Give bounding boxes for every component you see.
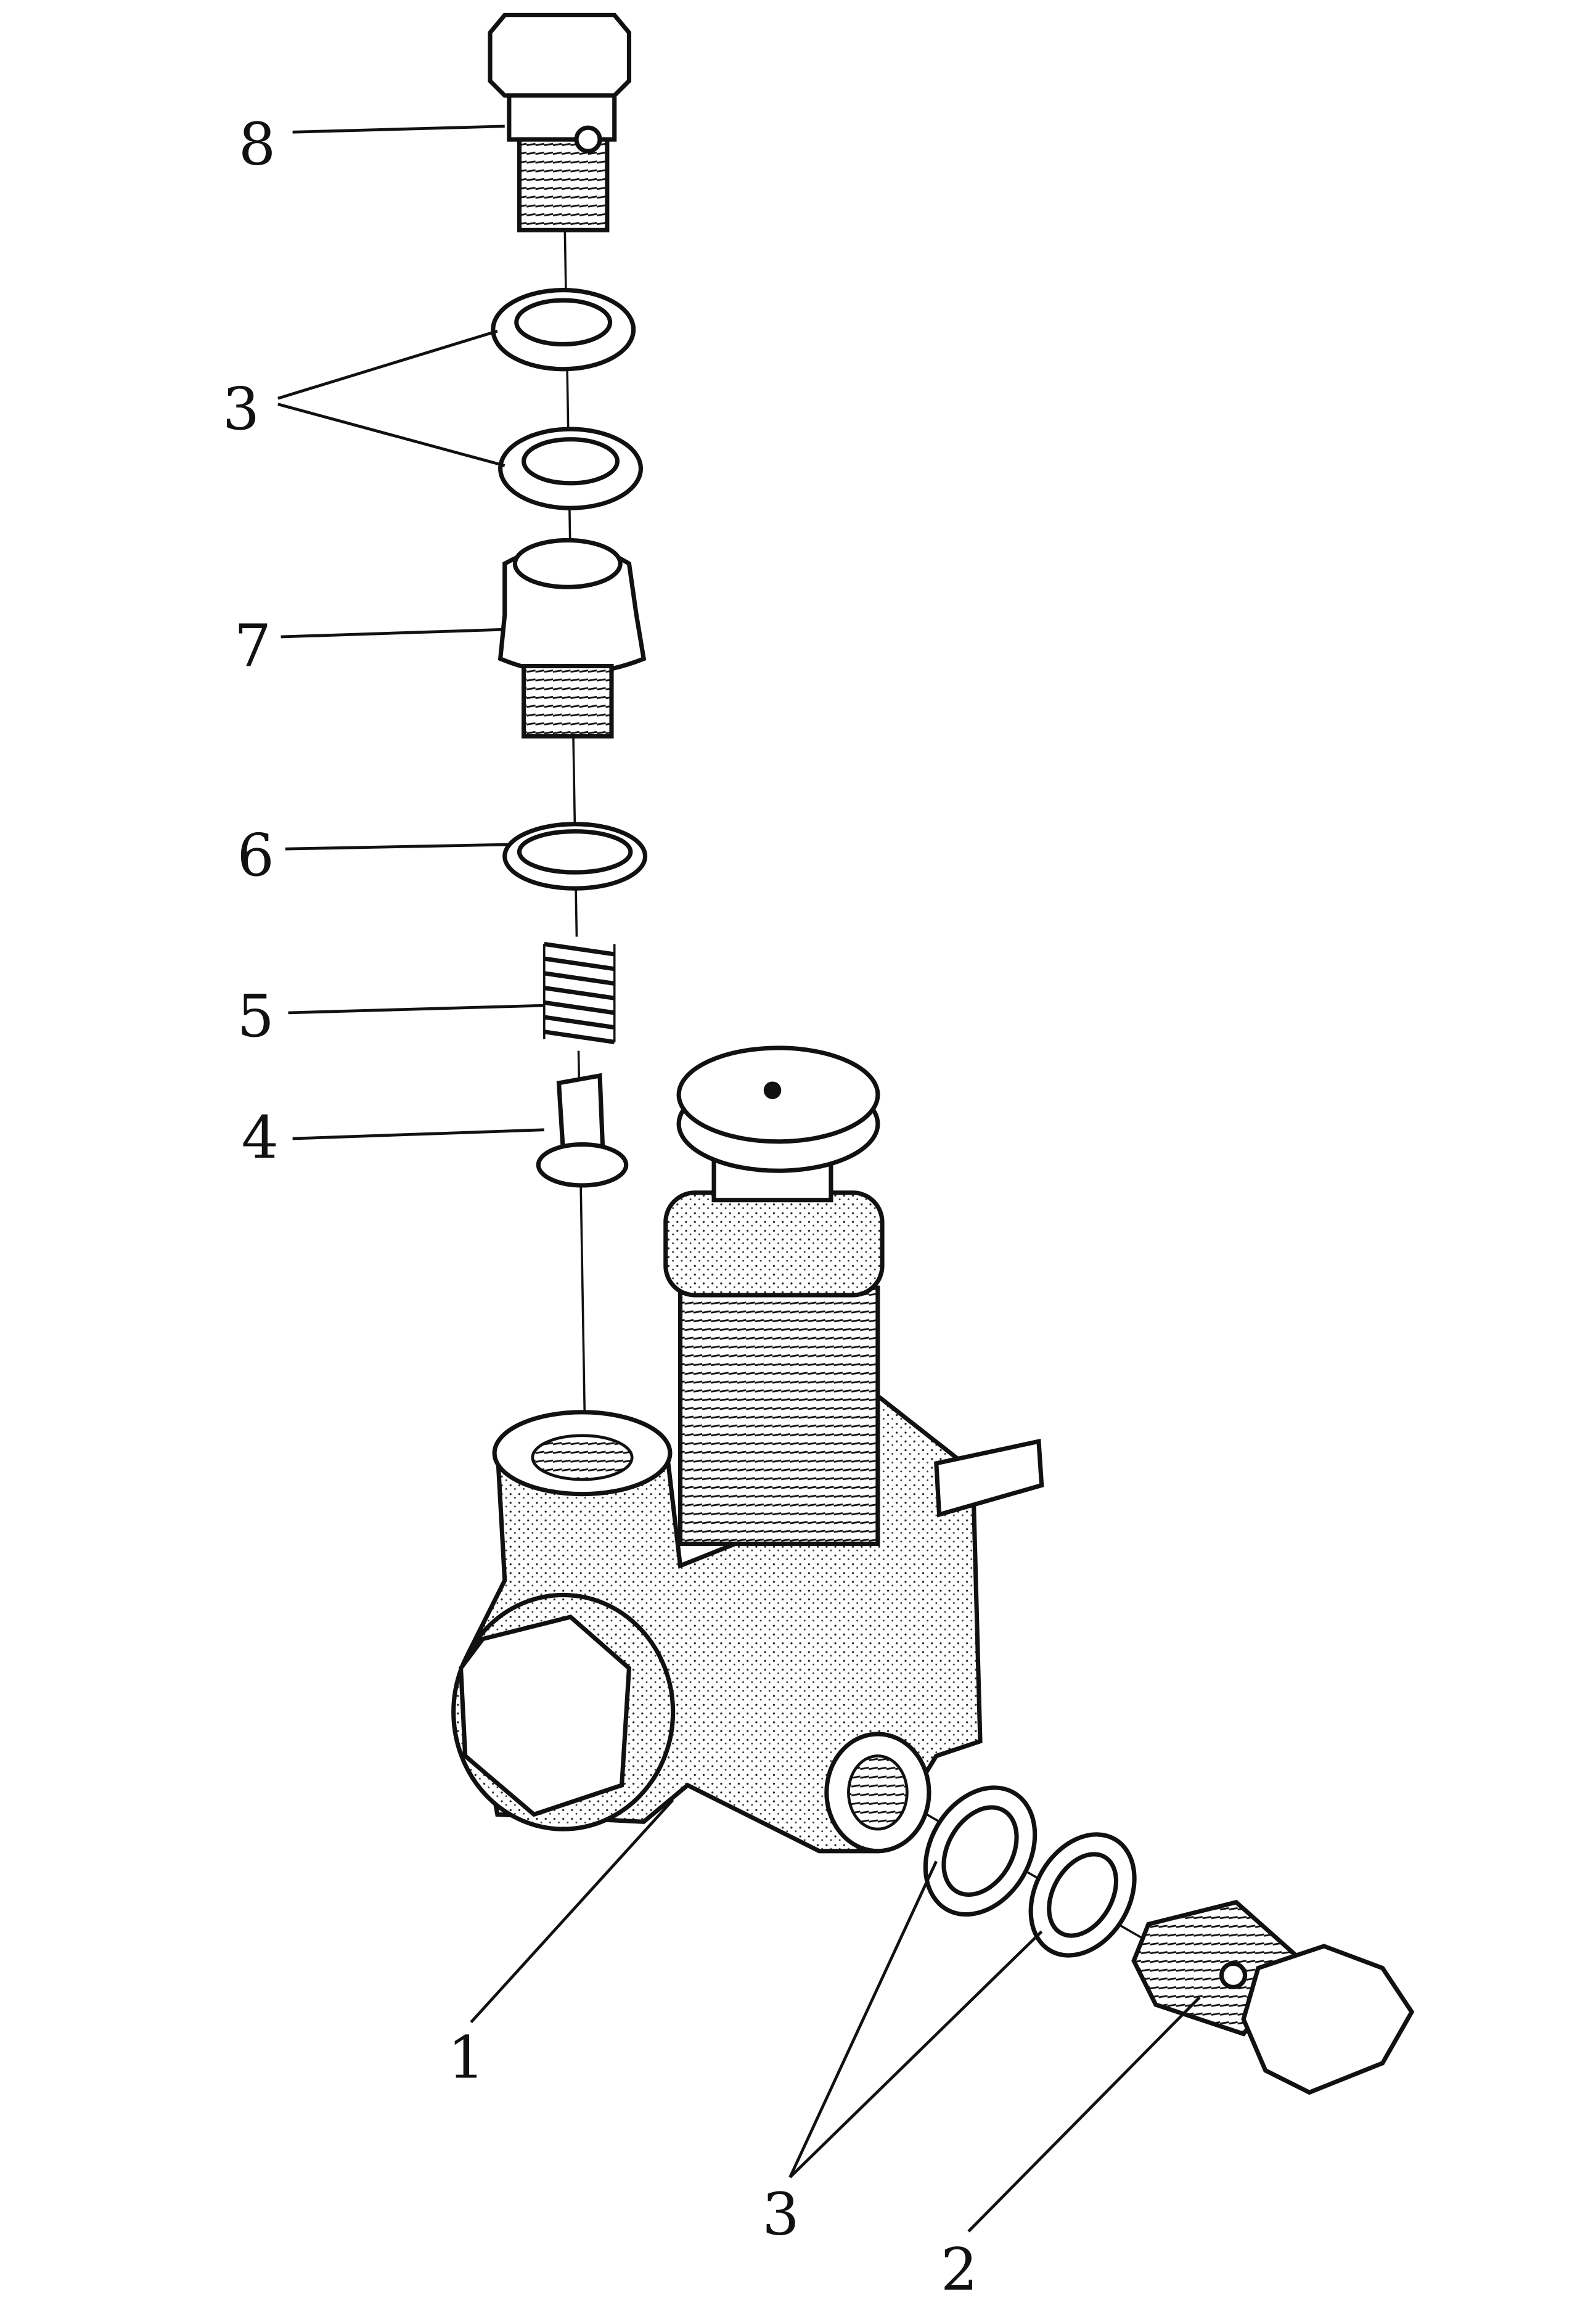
part-1-pump-body [451,1045,1044,1854]
callout-5: 5 [237,983,274,1050]
callout-6: 6 [237,822,274,890]
callout-4: 4 [242,1104,279,1172]
leader-lines [277,125,1201,2233]
part-3-lower-washers [923,1785,1137,1958]
part-6-sealing-ring [502,822,648,891]
callout-3-bottom: 3 [762,2181,799,2249]
callout-1: 1 [448,2024,485,2092]
callout-7: 7 [234,613,271,681]
part-3-upper-washers [491,288,643,510]
callout-2: 2 [941,2236,978,2304]
callout-8: 8 [239,111,276,179]
part-5-spring [543,936,616,1051]
part-2-banjo-bolt [1131,1899,1415,2095]
callout-3-top: 3 [223,375,260,443]
part-7-union-nipple [497,538,647,739]
part-4-check-valve [536,1073,629,1188]
part-8-banjo-bolt [488,12,632,232]
